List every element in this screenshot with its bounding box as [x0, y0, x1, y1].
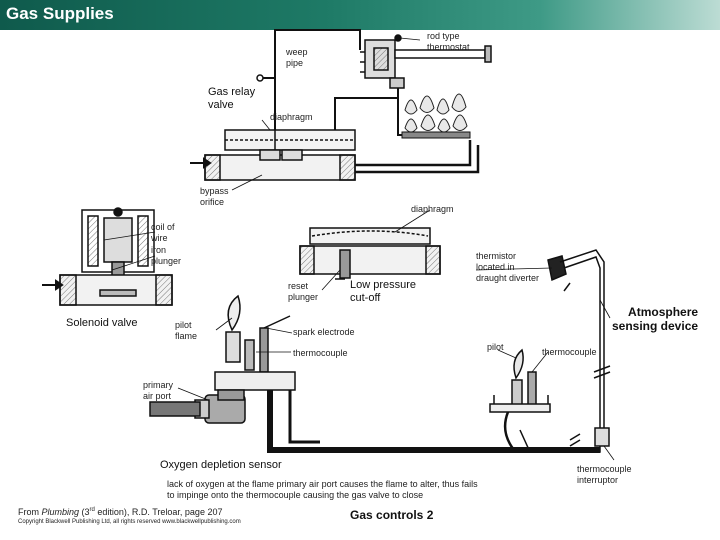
solenoid-valve — [59, 207, 173, 306]
label-low-pressure-line1: Low pressure — [350, 279, 417, 291]
low-pressure-cutoff-body — [299, 227, 441, 279]
gas-inlet-arrow-upper — [190, 157, 212, 169]
label-gas-relay-line1: Gas relay — [208, 86, 256, 98]
label-bypass-orifice: bypass orifice — [200, 186, 229, 208]
ods-pilot-right — [489, 348, 551, 451]
weep-pipe-outlet — [256, 74, 264, 82]
label-reset-plunger: reset plunger — [288, 281, 318, 303]
thermocouple-lead — [267, 390, 600, 453]
label-pipe-line2: pipe — [286, 58, 304, 68]
label-bypass-line1: bypass — [200, 186, 229, 196]
label-atmosphere-line1: Atmosphere — [628, 305, 699, 319]
label-thermocouple-line1: thermocouple — [577, 464, 632, 474]
burner-bar — [401, 131, 471, 139]
footer-source-prefix: From — [18, 507, 42, 517]
footer-slide-title: Gas controls 2 — [350, 508, 434, 522]
label-low-pressure-cutoff: Low pressure cut-off — [350, 279, 416, 305]
footer-copyright: Copyright Blackwell Publishing Ltd, all … — [18, 519, 241, 525]
footer-source: From Plumbing (3rd edition), R.D. Treloa… — [18, 507, 222, 517]
label-iron-line1: iron — [151, 245, 167, 255]
label-flame-line2: flame — [175, 331, 198, 341]
footer-source-edition: (3 — [79, 507, 90, 517]
label-ods-description-line2: to impinge onto the thermocouple causing… — [167, 490, 424, 500]
label-air-port-line2: air port — [143, 391, 172, 401]
label-atmosphere-sensing-device: Atmosphere sensing device — [612, 305, 698, 333]
label-cutoff-line2: cut-off — [350, 292, 381, 304]
label-weep-line1: weep — [286, 47, 308, 57]
label-plunger-line2: plunger — [151, 256, 182, 266]
label-coil-of-wire: coil of wire — [151, 222, 175, 244]
label-reset-plunger-line2: plunger — [288, 292, 319, 302]
footer-source-rest: edition), R.D. Treloar, page 207 — [94, 507, 223, 517]
label-thermostat-line2: thermostat — [427, 42, 470, 52]
label-diaphragm-upper: diaphragm — [270, 112, 313, 122]
label-located-in-line2: located in — [476, 262, 515, 272]
label-ods-description-line1: lack of oxygen at the flame primary air … — [167, 479, 478, 489]
label-interruptor-line2: interruptor — [577, 475, 619, 485]
label-oxygen-depletion-sensor: Oxygen depletion sensor — [160, 459, 282, 471]
main-gas-pipe-upper — [355, 140, 480, 174]
burner-flames — [404, 93, 468, 133]
label-thermistor: thermistor located in draught diverter — [476, 251, 539, 284]
label-reset-line1: reset — [288, 281, 309, 291]
label-primary-air-port: primary air port — [143, 380, 173, 402]
label-thermocouple-right: thermocouple — [542, 347, 597, 357]
label-iron-plunger: iron plunger — [151, 245, 181, 267]
label-wire-line2: wire — [151, 233, 168, 243]
footer-source-book: Plumbing — [41, 507, 80, 517]
label-valve-line2: valve — [208, 99, 234, 111]
label-thermistor-line1: thermistor — [476, 251, 517, 261]
footer-source-sup: rd — [89, 507, 95, 513]
oxygen-depletion-sensor — [149, 294, 296, 424]
label-draught-diverter-line3: draught diverter — [476, 273, 540, 283]
label-diaphragm-lower: diaphragm — [411, 204, 454, 214]
label-rod-type-line1: rod type — [427, 31, 460, 41]
label-rod-type-thermostat: rod type thermostat — [427, 31, 470, 53]
label-ods-description: lack of oxygen at the flame primary air … — [167, 479, 478, 501]
label-pilot-line1: pilot — [175, 320, 192, 330]
label-sensing-device-line2: sensing device — [612, 319, 699, 333]
label-primary-line1: primary — [143, 380, 174, 390]
gas-inlet-arrow-solenoid — [42, 279, 64, 291]
label-orifice-line2: orifice — [200, 197, 225, 207]
label-pilot-right: pilot — [487, 342, 504, 352]
label-solenoid-valve: Solenoid valve — [66, 317, 138, 329]
rod-thermostat-assembly — [360, 34, 492, 89]
label-pilot-flame: pilot flame — [175, 320, 197, 342]
label-weep-pipe: weep pipe — [286, 47, 308, 69]
title-bar: Gas Supplies — [0, 0, 720, 30]
label-thermocouple-left: thermocouple — [293, 348, 348, 358]
label-coil-of-line1: coil of — [151, 222, 175, 232]
gas-relay-valve-body — [204, 129, 356, 181]
label-gas-relay-valve: Gas relay valve — [208, 86, 255, 112]
slide-header-title: Gas Supplies — [6, 4, 114, 23]
label-spark-electrode: spark electrode — [293, 327, 355, 337]
leader-lines — [103, 37, 615, 461]
label-thermocouple-interrupter: thermocouple interruptor — [577, 464, 632, 486]
